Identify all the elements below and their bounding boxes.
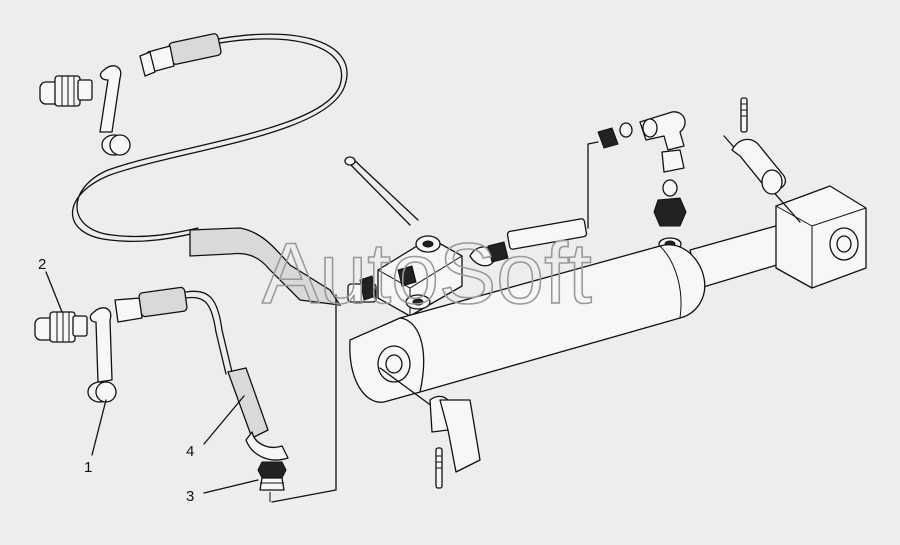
- hydraulic-cylinder: [349, 185, 867, 403]
- control-valve: [344, 156, 588, 317]
- upper-quick-coupling: [39, 65, 131, 156]
- upper-hose-assembly: [72, 33, 348, 306]
- callout-2: 2: [38, 256, 63, 313]
- callout-4: 4: [186, 395, 245, 460]
- lower-quick-coupling: [34, 286, 337, 503]
- pins: [379, 97, 801, 489]
- callout-label-4: 4: [186, 443, 194, 460]
- callout-3: 3: [186, 479, 259, 505]
- callout-label-2: 2: [38, 256, 46, 273]
- watermark: AutoSoft: [262, 226, 592, 322]
- callout-1: 1: [84, 399, 107, 476]
- elbow-fittings: [587, 111, 687, 251]
- callout-label-1: 1: [84, 459, 92, 476]
- callout-label-3: 3: [186, 488, 194, 505]
